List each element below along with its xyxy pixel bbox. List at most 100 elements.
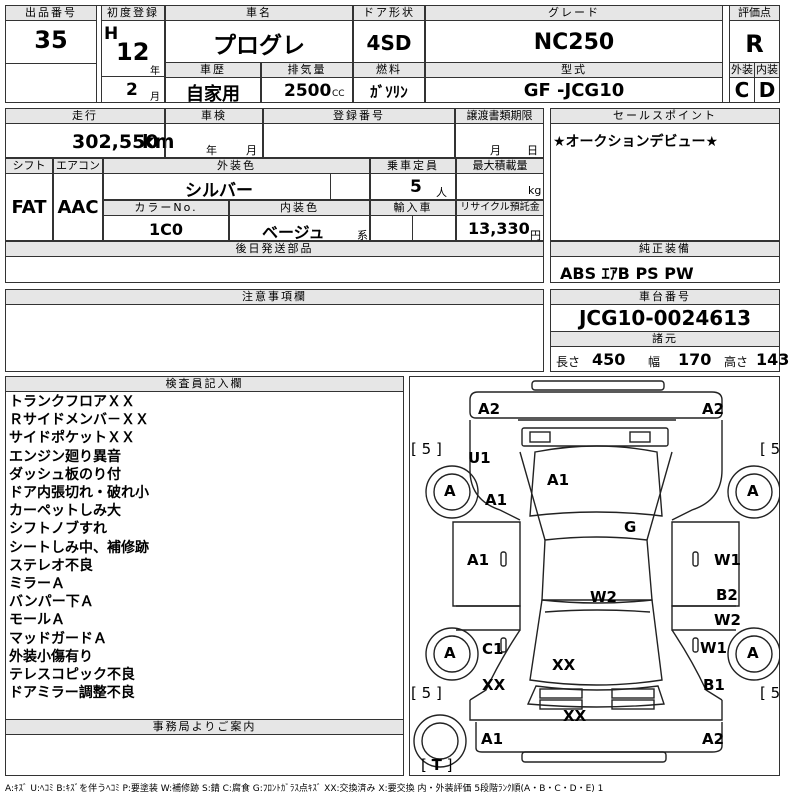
mark-a1-door: A1 — [467, 551, 490, 569]
recycle: 13,330 — [468, 219, 530, 238]
length: 450 — [592, 350, 626, 369]
body-color: シルバー — [185, 181, 253, 201]
mark-a1-fender: A1 — [485, 491, 508, 509]
recycle-unit: 円 — [530, 229, 541, 242]
spec-label: 諸元 — [550, 331, 780, 347]
inspector-note: ステレオ不良 — [9, 557, 93, 574]
era: H — [104, 24, 119, 44]
score: R — [745, 30, 764, 58]
tire-fr-value: 5 — [770, 684, 781, 702]
color-no-label: カラーNo. — [103, 200, 229, 216]
inspector-note: テレスコピック不良 — [9, 667, 135, 684]
car-name-label: 車名 — [165, 5, 353, 21]
mark-xx-bumper: XX — [563, 707, 587, 725]
tire-rr-value: 5 — [770, 440, 781, 458]
later-parts-label: 後日発送部品 — [5, 241, 544, 257]
color-cell-right — [330, 173, 370, 200]
load-unit: kg — [528, 184, 542, 197]
height-label: 高さ — [724, 355, 749, 369]
aircon-label: エアコン — [53, 158, 103, 174]
tire-rl: [ 5 ] — [411, 440, 442, 458]
mark-a2-fr: A2 — [702, 400, 725, 418]
chassis-number: JCG10-0024613 — [578, 306, 752, 330]
int-color: ベージュ — [262, 223, 325, 242]
tire-rl-value: 5 — [421, 440, 432, 458]
first-reg-month-cell — [101, 76, 165, 103]
inspector-note: シートしみ中、補修跡 — [9, 539, 149, 556]
inspector-note: トランクフロアＸＸ — [9, 394, 135, 410]
import-cell — [370, 215, 413, 241]
fuel: ｶﾞｿﾘﾝ — [370, 83, 408, 101]
inspector-note: エンジン廻り異音 — [9, 448, 121, 465]
inspection-cell — [165, 123, 263, 158]
car-diagram — [413, 380, 780, 768]
transfer-cell — [455, 123, 544, 158]
inspector-note: Ｒサイドメンバ－ＸＸ — [9, 412, 149, 429]
history-label: 車歴 — [165, 62, 261, 78]
mileage-cell — [5, 123, 165, 158]
interior-score: D — [758, 78, 776, 102]
recycle-cell — [456, 215, 544, 241]
shift: FAT — [11, 197, 47, 218]
transfer-day-unit: 日 — [527, 144, 538, 157]
exterior-score: C — [734, 78, 750, 102]
displacement-unit: CC — [332, 89, 345, 99]
notes-label: 注意事項欄 — [5, 289, 544, 305]
width-label: 幅 — [648, 355, 661, 369]
load-cell — [456, 173, 544, 200]
import-label: 輸入車 — [370, 200, 456, 216]
inspector-label: 検査員記入欄 — [5, 376, 404, 392]
inspection-month-unit: 月 — [246, 144, 257, 157]
color-no: 1C0 — [148, 220, 183, 239]
inspector-note: 外装小傷有り — [9, 648, 93, 665]
inspector-note: モールＡ — [9, 612, 65, 629]
spec-cell — [550, 346, 780, 372]
recycle-label: リサイクル預託金 — [456, 200, 544, 216]
mark-xx-rl: XX — [482, 676, 506, 694]
wheel-mark-fr: A — [747, 644, 759, 662]
inspector-note: ドアミラー調整不良 — [9, 685, 135, 702]
shift-cell — [5, 173, 53, 241]
inspection-label: 車検 — [165, 108, 263, 124]
aircon: AAC — [57, 197, 99, 218]
mark-b2: B2 — [716, 586, 738, 604]
inspector-note: カーペットしみ大 — [9, 503, 121, 520]
capacity-cell — [370, 173, 456, 200]
inspector-note: サイドポケットＸＸ — [9, 430, 135, 447]
inspection-year-unit: 年 — [206, 144, 217, 157]
inspector-note: バンパー下Ａ — [9, 594, 94, 611]
month-unit: 月 — [150, 92, 160, 103]
tire-rr: [ 5 — [760, 440, 781, 458]
reg-no-label: 登録番号 — [263, 108, 455, 124]
score-label: 評価点 — [729, 5, 780, 21]
int-color-unit: 系 — [357, 229, 368, 242]
year-unit: 年 — [150, 66, 160, 77]
sales-point-label: セールスポイント — [550, 108, 780, 124]
spare-tire-value: T — [431, 756, 442, 774]
mark-c1: C1 — [482, 640, 504, 658]
chassis-label: 車台番号 — [550, 289, 780, 305]
wheel-mark-fl: A — [444, 644, 456, 662]
grade-label: グレード — [425, 5, 723, 21]
mark-w2-roof: W2 — [590, 588, 617, 606]
int-color-cell — [229, 215, 370, 241]
later-parts-cell — [5, 256, 544, 283]
mark-b1: B1 — [703, 676, 725, 694]
mileage-label: 走行 — [5, 108, 165, 124]
length-label: 長さ — [556, 355, 581, 369]
fuel-label: 燃料 — [353, 62, 425, 78]
aircon-cell — [53, 173, 103, 241]
displacement-cell — [261, 77, 353, 103]
notes-cell — [5, 304, 544, 372]
model: GF -JCG10 — [523, 80, 625, 101]
spare-tire: [ T ] — [421, 756, 453, 774]
exterior-label: 外装 — [729, 62, 755, 78]
load-label: 最大積載量 — [456, 158, 544, 174]
interior-cell — [754, 77, 780, 103]
transfer-label: 譲渡書類期限 — [455, 108, 544, 124]
tire-fl: [ 5 ] — [411, 684, 442, 702]
mark-w1-door: W1 — [714, 551, 741, 569]
office-label: 事務局よりご案内 — [5, 719, 404, 735]
capacity-unit: 人 — [436, 186, 447, 199]
first-reg-month: 2 — [126, 80, 138, 100]
